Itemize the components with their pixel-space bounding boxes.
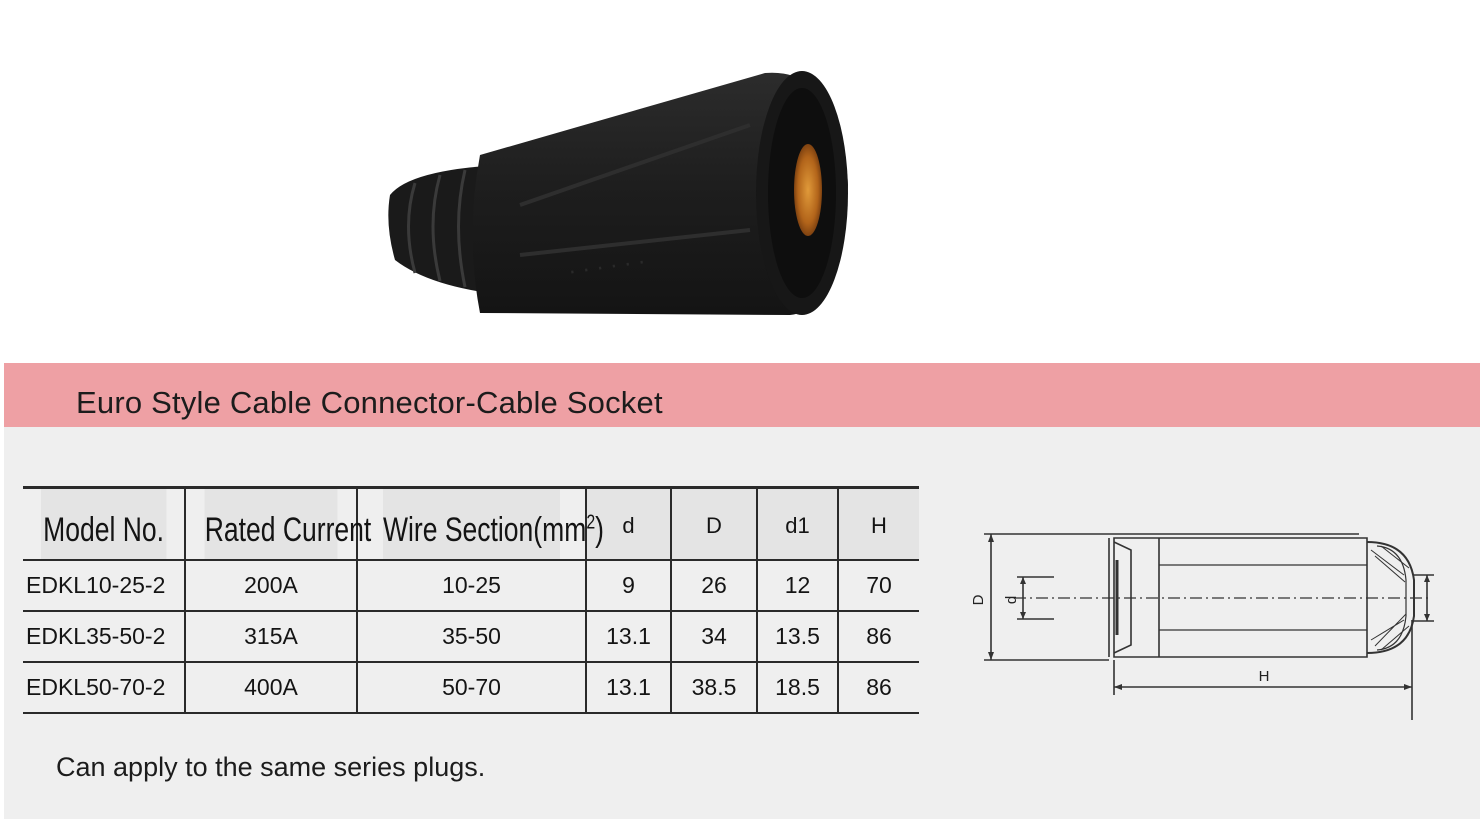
cell-D: 26 xyxy=(670,558,757,611)
header-rated-current: Rated Current xyxy=(203,486,371,560)
cell-rated-current: 200A xyxy=(184,558,357,611)
cell-model: EDKL35-50-2 xyxy=(23,609,185,662)
title-banner: Euro Style Cable Connector-Cable Socket xyxy=(4,363,1480,427)
spec-panel: Model No. Rated Current Wire Section(mm2… xyxy=(4,427,1480,819)
spec-table: Model No. Rated Current Wire Section(mm2… xyxy=(23,486,919,714)
header-d: d xyxy=(585,486,671,560)
cell-H: 70 xyxy=(837,558,919,611)
header-H: H xyxy=(837,486,919,560)
page-title: Euro Style Cable Connector-Cable Socket xyxy=(76,385,663,420)
cell-rated-current: 400A xyxy=(184,660,357,714)
header-d1: d1 xyxy=(756,486,838,560)
header-wire-section: Wire Section(mm2) xyxy=(381,486,604,560)
cell-d1: 13.5 xyxy=(756,609,838,662)
cell-model: EDKL10-25-2 xyxy=(23,558,185,611)
cell-d1: 18.5 xyxy=(756,660,838,714)
cell-d: 9 xyxy=(585,558,671,611)
drawing-label-d: d xyxy=(1003,596,1020,604)
cell-wire-section: 10-25 xyxy=(356,558,586,611)
table-header-row: Model No. Rated Current Wire Section(mm2… xyxy=(23,486,919,560)
header-wire-section-sup: 2 xyxy=(586,511,596,534)
cell-d: 13.1 xyxy=(585,660,671,714)
cell-D: 34 xyxy=(670,609,757,662)
table-row: EDKL35-50-2 315A 35-50 13.1 34 13.5 86 xyxy=(23,609,919,662)
cell-D: 38.5 xyxy=(670,660,757,714)
cell-wire-section: 35-50 xyxy=(356,609,586,662)
cell-rated-current: 315A xyxy=(184,609,357,662)
table-row: EDKL10-25-2 200A 10-25 9 26 12 70 xyxy=(23,558,919,611)
drawing-label-H: H xyxy=(1259,668,1270,685)
compatibility-note: Can apply to the same series plugs. xyxy=(56,752,486,782)
header-D: D xyxy=(670,486,757,560)
cell-model: EDKL50-70-2 xyxy=(23,660,185,714)
header-model: Model No. xyxy=(40,486,168,560)
cable-socket-dimension-drawing: D d d1 d1 H xyxy=(970,533,1434,720)
drawing-label-D: D xyxy=(970,594,987,605)
cell-H: 86 xyxy=(837,609,919,662)
cell-H: 86 xyxy=(837,660,919,714)
header-wire-section-text: Wire Section(mm xyxy=(382,511,587,550)
cell-d: 13.1 xyxy=(585,609,671,662)
table-row: EDKL50-70-2 400A 50-70 13.1 38.5 18.5 86 xyxy=(23,660,919,714)
cable-socket-product-photo: · · · · · · xyxy=(388,71,848,315)
cell-d1: 12 xyxy=(756,558,838,611)
header-wire-section-close: ) xyxy=(595,511,605,550)
cell-wire-section: 50-70 xyxy=(356,660,586,714)
